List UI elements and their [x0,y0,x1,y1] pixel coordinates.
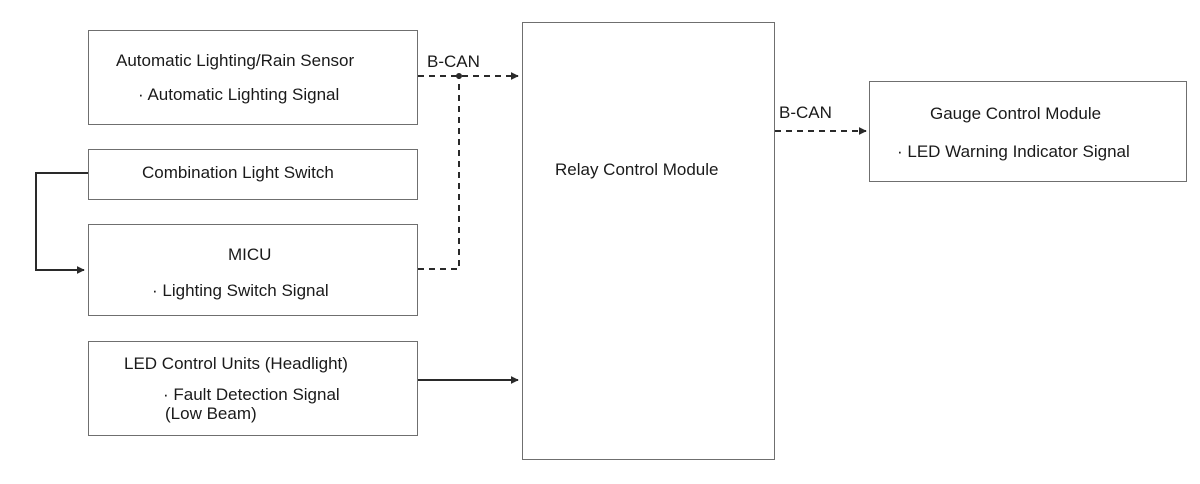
led-units-title: LED Control Units (Headlight) [124,354,348,373]
combination-switch-title: Combination Light Switch [142,163,334,182]
gauge-title: Gauge Control Module [930,104,1102,123]
auto-lighting-signal: · Automatic Lighting Signal [138,85,340,104]
bcan-label-left: B-CAN [427,52,480,71]
bcan-line-micu-to-junction [418,76,460,270]
gauge-control-module-box: Gauge Control Module · LED Warning Indic… [869,81,1187,182]
led-control-units-box: LED Control Units (Headlight) · Fault De… [88,341,418,436]
auto-lighting-title: Automatic Lighting/Rain Sensor [116,51,355,70]
led-units-signal-line1: · Fault Detection Signal [163,385,340,404]
line-switch-to-micu [35,172,88,274]
bcan-label-right: B-CAN [779,103,832,122]
combination-light-switch-box: Combination Light Switch [88,149,418,200]
relay-control-module-box: Relay Control Module [522,22,775,460]
micu-signal: · Lighting Switch Signal [152,281,329,300]
micu-box: MICU · Lighting Switch Signal [88,224,418,316]
auto-lighting-rain-sensor-box: Automatic Lighting/Rain Sensor · Automat… [88,30,418,125]
relay-title: Relay Control Module [555,160,719,179]
led-units-signal-line2: (Low Beam) [165,404,257,423]
micu-title: MICU [228,245,272,264]
gauge-signal: · LED Warning Indicator Signal [897,142,1130,161]
